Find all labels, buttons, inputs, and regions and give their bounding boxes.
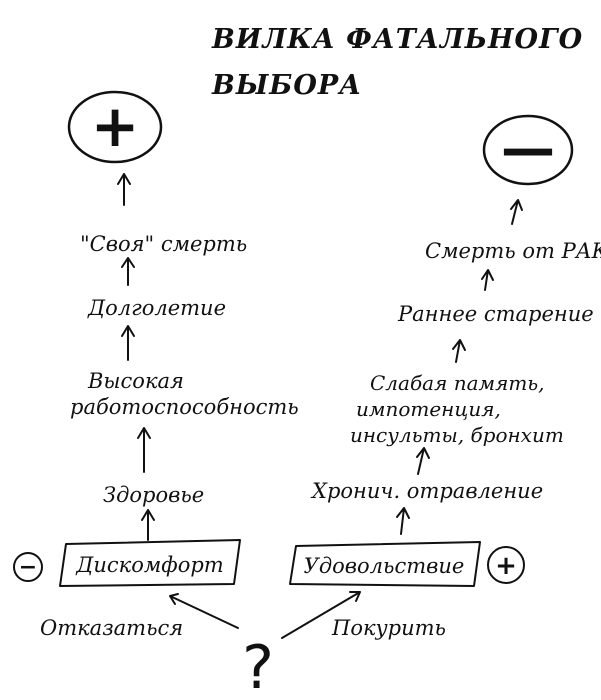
discomfort-frame bbox=[59, 539, 241, 587]
right-death-label: Смерть от РАКА bbox=[425, 239, 601, 263]
left-death-label: "Своя" смерть bbox=[80, 232, 247, 256]
positive-outcome-circle bbox=[67, 90, 163, 164]
arrow-up-icon bbox=[137, 427, 151, 473]
discomfort-sign-symbol: − bbox=[19, 555, 37, 580]
minus-circle-icon bbox=[13, 552, 43, 582]
left-arrows bbox=[117, 173, 155, 541]
left-capacity-label-1: Высокая bbox=[87, 369, 184, 393]
question-mark: ? bbox=[242, 633, 274, 700]
minus-icon: — bbox=[501, 117, 555, 180]
arrow-up-icon bbox=[481, 269, 494, 291]
discomfort-label: Дискомфорт bbox=[75, 553, 223, 577]
refuse-label: Отказаться bbox=[40, 616, 183, 640]
discomfort-box: Дискомфорт bbox=[59, 539, 241, 587]
arrow-up-icon bbox=[396, 507, 410, 535]
pleasure-box: Удовольствие bbox=[289, 541, 481, 587]
right-arrows bbox=[396, 199, 523, 535]
right-poisoning-label: Хронич. отравление bbox=[310, 479, 543, 503]
right-effects-label-3: инсульты, бронхит bbox=[350, 423, 564, 447]
arrow-up-icon bbox=[416, 447, 430, 475]
right-effects-label-1: Слабая память, bbox=[370, 371, 545, 395]
positive-outcome: + bbox=[67, 90, 163, 164]
plus-icon: + bbox=[91, 92, 140, 160]
plus-circle-icon bbox=[487, 546, 525, 584]
left-longevity-label: Долголетие bbox=[87, 296, 226, 320]
arrow-up-left-icon bbox=[169, 593, 239, 629]
arrow-up-icon bbox=[117, 173, 131, 206]
pleasure-frame bbox=[289, 541, 481, 587]
pleasure-label: Удовольствие bbox=[304, 554, 465, 578]
negative-outcome: — bbox=[482, 114, 574, 186]
discomfort-sign: − bbox=[13, 552, 43, 582]
smoke-label: Покурить bbox=[331, 616, 446, 640]
left-health-label: Здоровье bbox=[103, 483, 204, 507]
arrow-up-icon bbox=[452, 339, 466, 363]
negative-outcome-circle bbox=[482, 114, 574, 186]
pleasure-sign: + bbox=[487, 546, 525, 584]
arrow-up-icon bbox=[141, 509, 155, 541]
arrow-up-icon bbox=[510, 199, 523, 225]
right-aging-label: Раннее старение bbox=[397, 302, 594, 326]
pleasure-sign-symbol: + bbox=[495, 551, 517, 581]
right-effects-label-2: импотенция, bbox=[356, 397, 501, 421]
arrow-up-icon bbox=[121, 257, 135, 286]
left-capacity-label-2: работоспособность bbox=[70, 395, 299, 419]
title-line-1: ВИЛКА ФАТАЛЬНОГО bbox=[211, 24, 583, 55]
arrow-up-right-icon bbox=[281, 591, 361, 639]
title-line-2: ВЫБОРА bbox=[211, 70, 362, 101]
arrow-up-icon bbox=[121, 325, 135, 361]
choice-arrows bbox=[169, 591, 361, 639]
